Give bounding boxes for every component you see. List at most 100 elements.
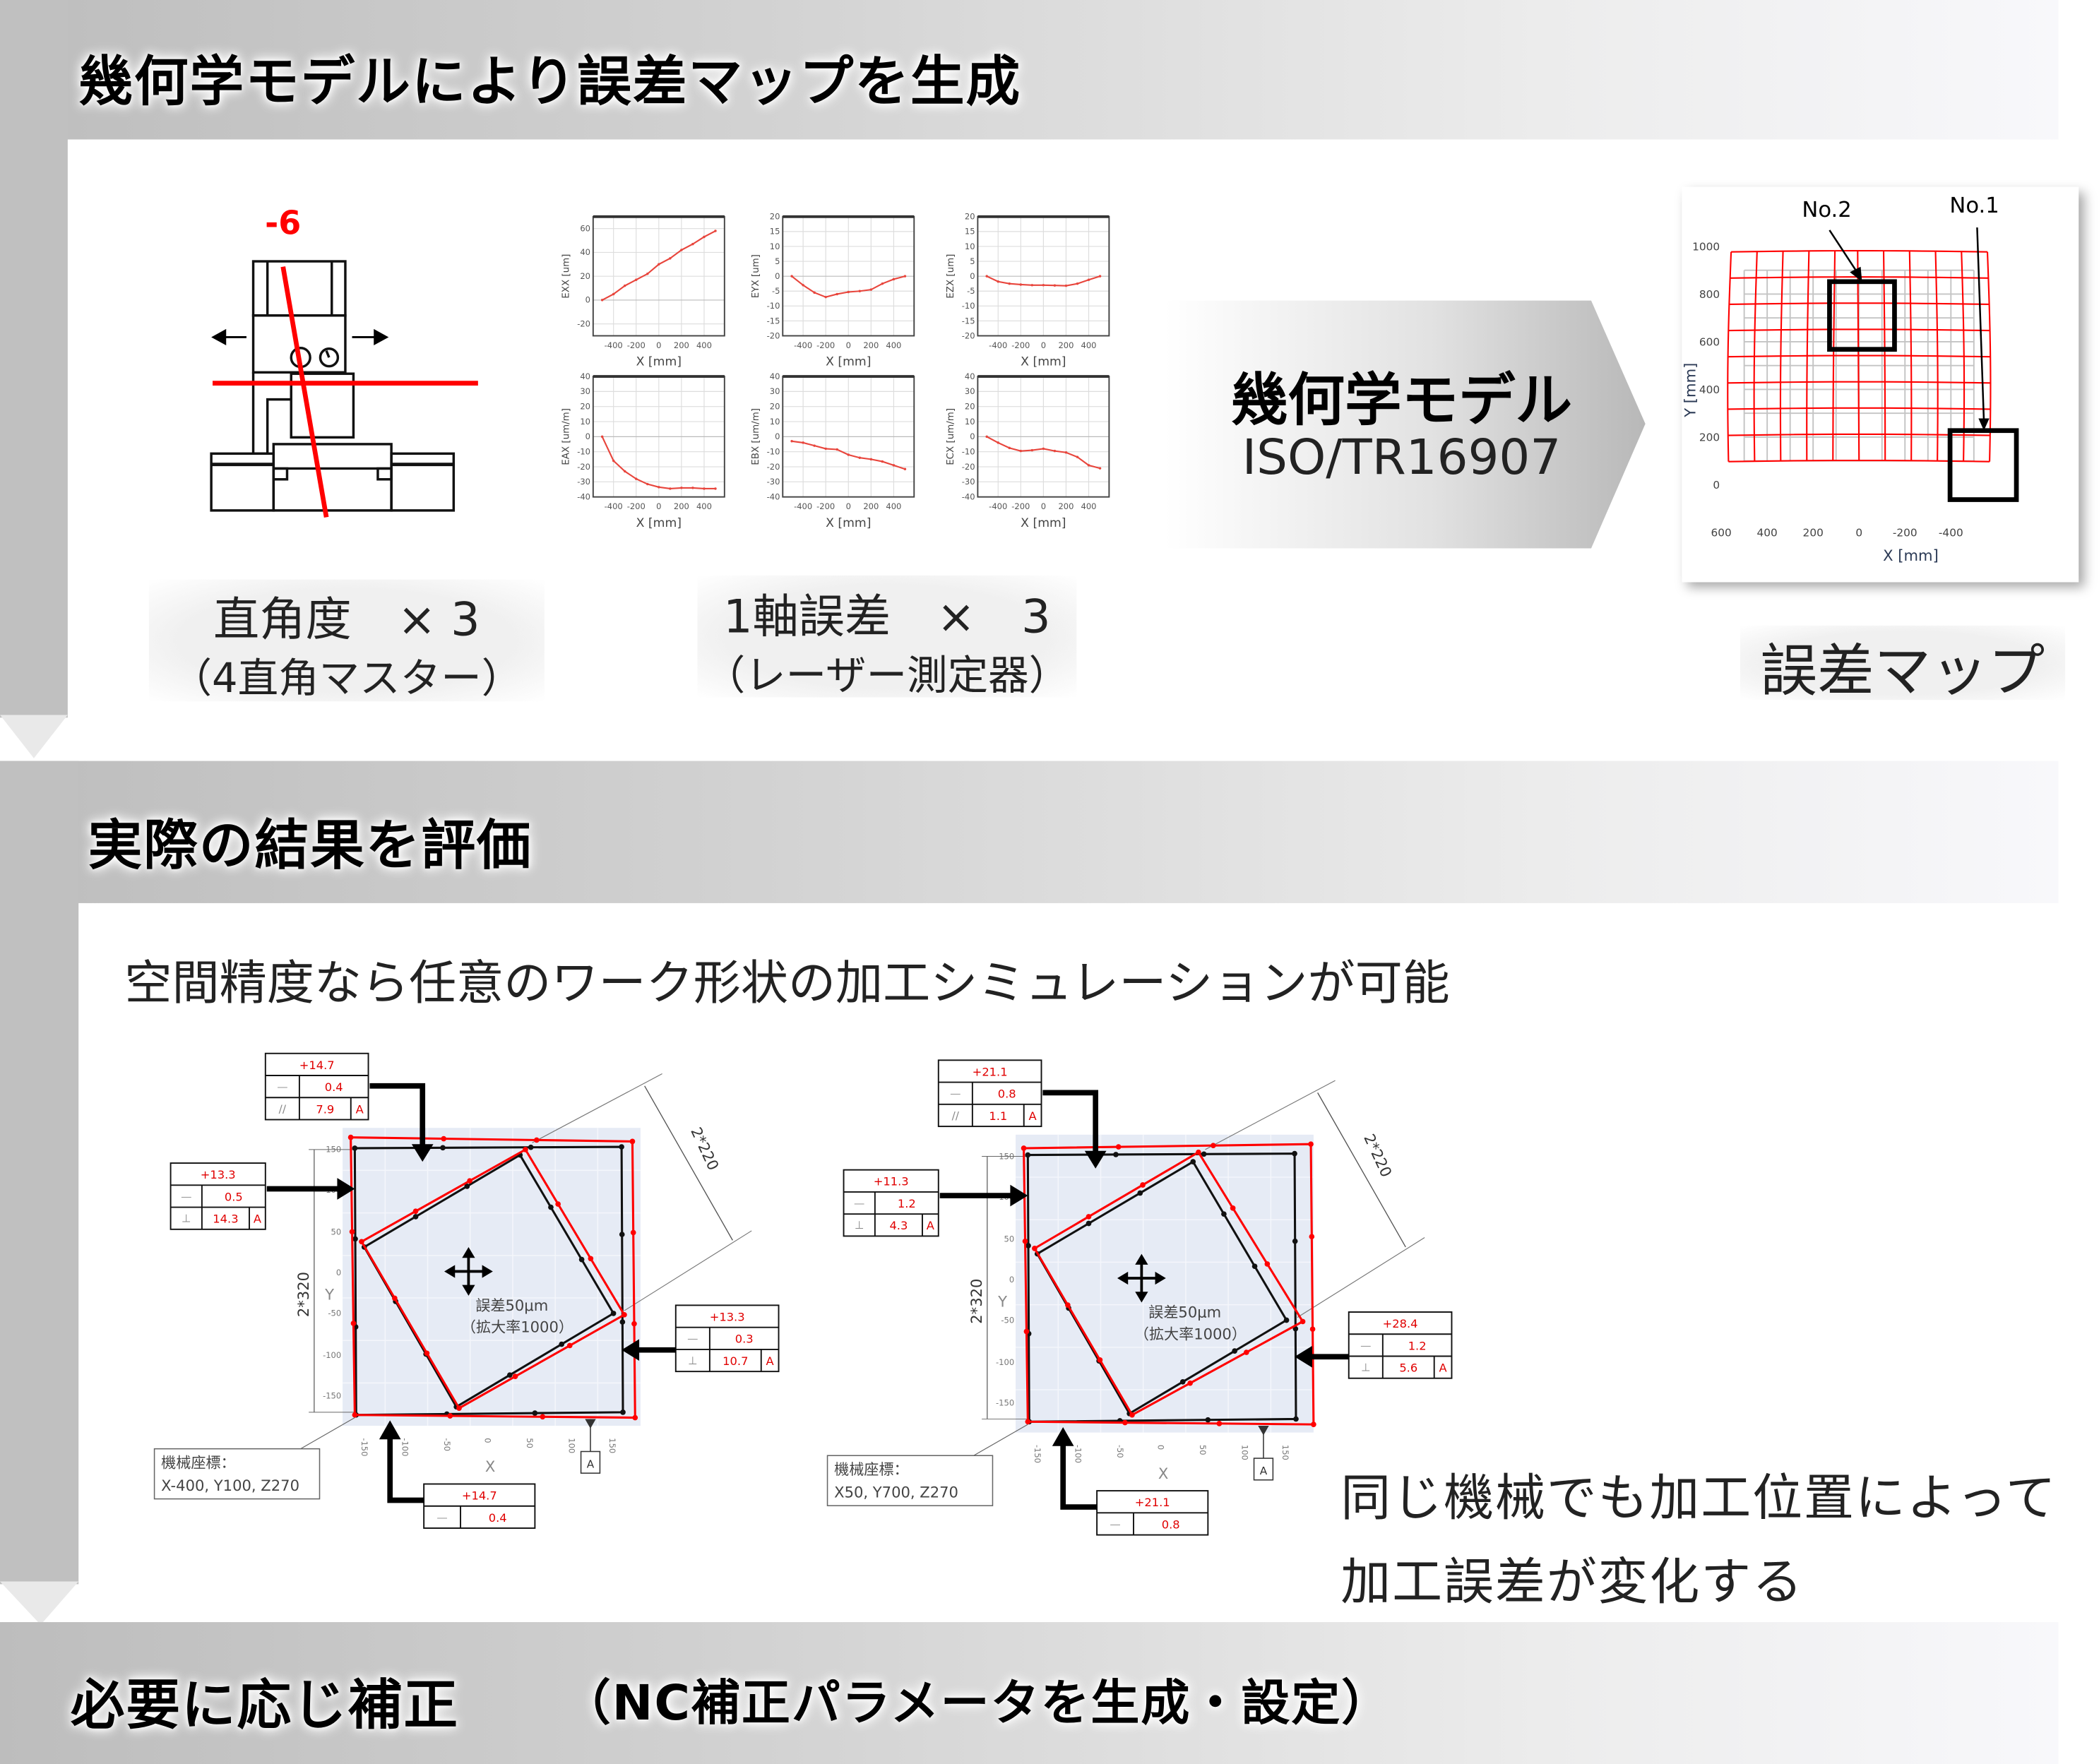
section-1-left-bar: [0, 0, 68, 718]
y-tick-label: -10: [767, 447, 780, 457]
error-map-card: [1682, 186, 2079, 583]
y-tick-label: -30: [577, 477, 590, 487]
y-tick-label: -150: [996, 1398, 1014, 1407]
x-tick-label: 150: [1280, 1445, 1290, 1460]
y-tick-label: -40: [577, 492, 590, 502]
x-tick-label: -200: [1893, 526, 1917, 539]
measure-point: [610, 1311, 617, 1316]
datum-reference: A: [254, 1212, 261, 1226]
x-tick-label: 200: [863, 340, 879, 350]
parallelism-symbol: //: [952, 1109, 960, 1122]
flatness-symbol: —: [1110, 1518, 1120, 1530]
y-tick-label: 20: [965, 212, 975, 222]
flatness-value: 1.2: [1408, 1339, 1427, 1352]
deviation-value: +13.3: [710, 1310, 745, 1323]
measure-point: [631, 1321, 637, 1327]
measure-point: [548, 1204, 554, 1210]
data-point: [658, 263, 660, 266]
measure-point: [456, 1405, 462, 1411]
data-point: [1019, 449, 1023, 453]
y-tick-label: -50: [328, 1309, 341, 1318]
y-tick-label: 20: [770, 402, 780, 412]
move-left-arrow-icon: [211, 328, 246, 345]
x-tick-label: -400: [605, 340, 623, 350]
y-tick-label: 800: [1699, 288, 1720, 301]
measure-point: [1309, 1326, 1316, 1333]
model-arrow-shape: [1164, 300, 1646, 549]
y-tick-label: 20: [580, 271, 590, 281]
squareness-label-bg: [148, 579, 545, 702]
data-point: [703, 235, 706, 239]
data-point: [802, 284, 804, 287]
y-tick-label: 40: [770, 371, 780, 381]
y-tick-label: -5: [772, 286, 780, 296]
measure-point: [1113, 1152, 1119, 1157]
section-2-left-bar: [0, 761, 79, 1585]
measure-point: [1196, 1149, 1201, 1155]
flatness-symbol: —: [436, 1511, 447, 1524]
x-tick-label: -50: [1115, 1445, 1125, 1458]
measure-point: [534, 1137, 540, 1143]
datum-reference: A: [356, 1102, 364, 1116]
data-point: [1008, 282, 1011, 285]
section-1-down-arrow-icon: [0, 715, 68, 758]
measure-point: [1221, 1211, 1227, 1217]
x-tick-label: 200: [1058, 501, 1074, 511]
y-tick-label: 0: [1713, 479, 1720, 491]
measure-point: [1025, 1419, 1031, 1425]
y-tick-label: 0: [585, 295, 590, 305]
data-point: [600, 435, 604, 439]
y-axis-label: ECX [um/m]: [946, 408, 956, 465]
y-tick-label: -20: [577, 462, 590, 472]
y-tick-label: -20: [962, 330, 975, 340]
x-axis-label: X [mm]: [1021, 355, 1066, 369]
data-point: [997, 280, 999, 283]
measure-point: [1065, 1302, 1071, 1308]
measure-point: [1216, 1421, 1223, 1426]
squareness-label: 直角度 × 3: [213, 592, 480, 648]
x-tick-label: 200: [674, 501, 689, 511]
data-point: [1098, 467, 1102, 470]
error-grid-line: [1728, 354, 1991, 358]
x-tick-label: -100: [1073, 1445, 1083, 1463]
conclusion-line-1: 同じ機械でも加工位置によって: [1340, 1469, 2057, 1527]
measure-point: [1205, 1417, 1211, 1423]
dimension-diagonal-label: 2*220: [1360, 1131, 1396, 1180]
measure-point: [1032, 1246, 1037, 1251]
data-point: [691, 487, 694, 489]
y-tick-label: -20: [577, 318, 590, 328]
y-tick-label: 30: [580, 386, 590, 396]
measure-point: [566, 1342, 573, 1349]
perpendicularity-symbol: ⊥: [1361, 1361, 1370, 1374]
data-point: [1064, 451, 1068, 454]
x-tick-label: 400: [1081, 501, 1097, 511]
x-tick-label: 0: [846, 501, 851, 511]
x-tick-label: 400: [886, 340, 901, 350]
model-standard: ISO/TR16907: [1242, 430, 1562, 487]
y-axis-label: Y: [324, 1286, 334, 1304]
x-tick-label: -400: [794, 501, 812, 511]
x-tick-label: 50: [525, 1438, 535, 1448]
y-tick-label: 40: [580, 247, 590, 257]
flatness-value: 0.3: [735, 1333, 754, 1346]
measure-point: [620, 1410, 626, 1415]
data-point: [869, 288, 873, 291]
data-point: [790, 275, 793, 278]
perpendicularity-symbol: ⊥: [855, 1219, 864, 1232]
y-tick-label: 0: [775, 271, 780, 281]
x-tick-label: -200: [816, 501, 835, 511]
measure-point: [619, 1144, 624, 1150]
squareness-sublabel: （4直角マスター）: [171, 655, 523, 703]
x-tick-label: 0: [1041, 340, 1046, 350]
x-tick-label: 400: [886, 501, 901, 511]
measure-point: [1021, 1145, 1027, 1151]
measure-point: [467, 1178, 472, 1184]
y-tick-label: 0: [585, 431, 590, 441]
